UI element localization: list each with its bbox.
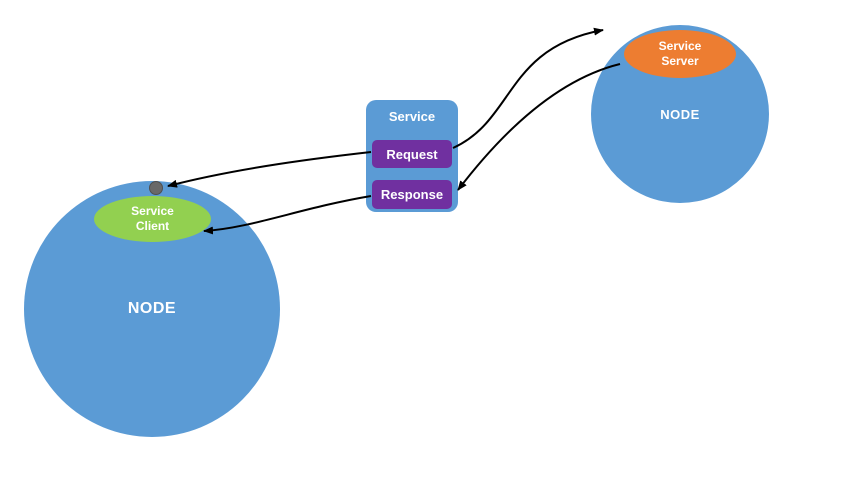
client-node-label: NODE: [127, 300, 177, 317]
service-box-title: Service: [388, 109, 436, 124]
service-client-label: Service Client: [131, 204, 174, 233]
server-node-label: NODE: [660, 106, 700, 122]
response-box: Response: [372, 180, 452, 209]
service-client-ellipse: Service Client: [94, 196, 211, 242]
service-server-ellipse: Service Server: [624, 30, 736, 78]
request-to-server-arrow: [452, 27, 604, 149]
connection-dot: [149, 181, 163, 195]
service-server-label: Service Server: [658, 39, 702, 68]
request-to-client-node-arrow: [167, 151, 372, 188]
request-box: Request: [372, 140, 452, 168]
service-box: Service Request Response: [366, 100, 458, 212]
